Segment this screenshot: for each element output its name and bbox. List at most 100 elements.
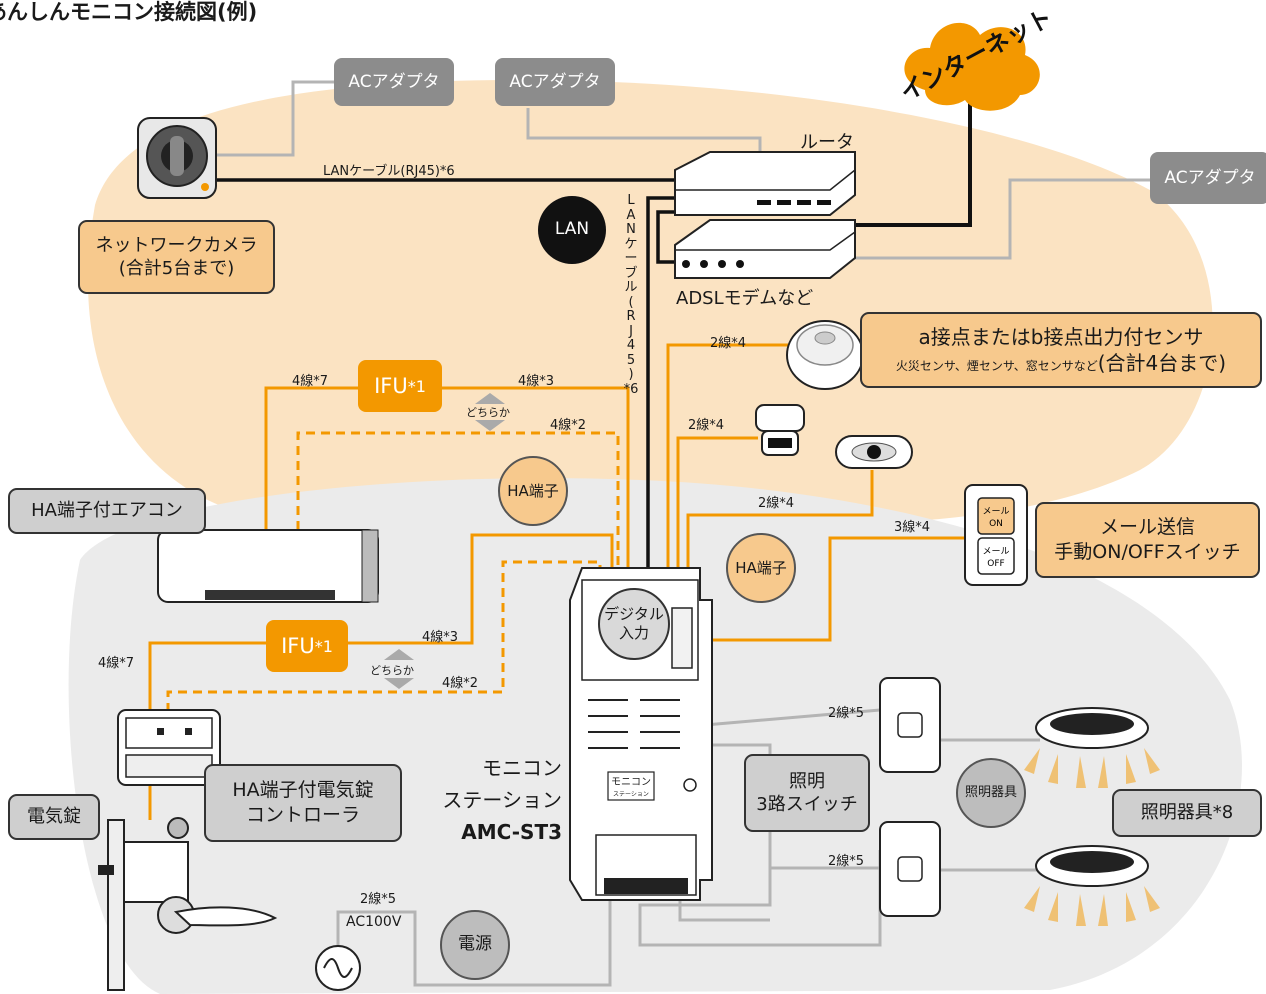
network-camera-line1: ネットワークカメラ [95, 234, 258, 256]
mail-off-label-b: OFF [987, 559, 1004, 569]
lan-cables [214, 178, 675, 570]
lan-v-char: ケ [624, 236, 638, 252]
mail-switch-box: メール送信 手動ON/OFFスイッチ [1035, 502, 1260, 578]
lighting-switch-line2: 3路スイッチ [756, 794, 858, 815]
wire-label-2-4-smoke: 2線*4 [710, 336, 747, 351]
ifu-box-bottom: IFU*1 [266, 620, 348, 672]
lighting-switch-upper [879, 677, 941, 773]
station-line3: AMC-ST3 [461, 820, 562, 844]
lan-v-char: 5 [626, 352, 636, 368]
heat-sensor-device [755, 404, 805, 456]
lan-v-char: L [627, 193, 635, 208]
lan-v-char: R [626, 309, 636, 324]
ceiling-light-lower [1024, 845, 1160, 926]
mail-off-label-a: メール [982, 547, 1009, 557]
station-label: モニコン ステーション AMC-ST3 [422, 752, 562, 848]
ifu-box-top: IFU*1 [358, 360, 442, 412]
lighting-fixture-badge: 照明器具 [956, 758, 1026, 828]
lighting-switch-line1: 照明 [789, 770, 825, 792]
diagram-title: あんしんモニコン接続図(例) [0, 0, 258, 24]
smoke-sensor-device [786, 320, 864, 390]
router-device [674, 151, 856, 216]
ac100v-label: AC100V [346, 914, 402, 930]
ac-adapter-wires [214, 80, 1150, 260]
lan-v-char: ー [624, 251, 638, 266]
ceiling-light-upper [1024, 707, 1160, 788]
lan-v-char: 4 [626, 338, 636, 353]
digital-input-line1: デジタル [604, 605, 664, 624]
either-arrows-top [475, 393, 505, 431]
digital-input-line2: 入力 [618, 624, 649, 642]
lan-v-char: ) [628, 367, 634, 382]
ac-adapter-camera: ACアダプタ [334, 58, 454, 106]
mail-switch-device [964, 484, 1028, 586]
lan-v-char: *6 [623, 381, 639, 397]
lighting-switch-box: 照明 3路スイッチ [744, 754, 870, 832]
sensor-box: a接点またはb接点出力付センサ 火災センサ、煙センサ、窓センサなど(合計4台まで… [860, 312, 1262, 388]
mail-switch-line1: メール送信 [1099, 516, 1195, 539]
sensor-line1: a接点またはb接点出力付センサ [918, 325, 1204, 349]
lock-controller-line1: HA端子付電気錠 [232, 779, 374, 802]
wire-label-4-7-bottom: 4線*7 [98, 656, 135, 671]
lan-v-char: ( [628, 294, 634, 310]
ifu-star: *1 [407, 376, 426, 396]
ifu-label: IFU [281, 634, 315, 658]
window-sensor-device [835, 435, 913, 469]
router-label: ルータ [800, 132, 854, 153]
lan-v-char: A [626, 207, 636, 223]
station-panel-sub: ステーション [613, 791, 649, 798]
network-zone-background [87, 80, 1213, 524]
internet-cloud [904, 22, 1040, 111]
aircon-label: HA端子付エアコン [8, 488, 206, 534]
wire-label-2-5-power: 2線*5 [360, 892, 397, 907]
wire-label-4-3-top: 4線*3 [518, 374, 555, 389]
network-camera-box: ネットワークカメラ (合計5台まで) [78, 220, 275, 294]
modem-device [674, 219, 856, 279]
mail-on-label-a: メール [982, 507, 1009, 517]
orange-wires [148, 343, 965, 820]
ha-terminal-aircon: HA端子 [498, 456, 568, 526]
ac-adapter-modem: ACアダプタ [1150, 152, 1266, 204]
ifu-label: IFU [374, 374, 408, 398]
internet-line [845, 70, 972, 227]
power-badge: 電源 [440, 910, 510, 980]
lan-v-char: N [626, 222, 636, 237]
either-arrows-bottom [384, 649, 414, 689]
lan-cable-vertical-label: L A N ケ ー ブ ル ( R J 4 5 ) *6 [620, 193, 642, 397]
network-camera-device [137, 117, 217, 199]
digital-input-badge: デジタル 入力 [598, 588, 670, 660]
wire-label-4-2-top: 4線*2 [550, 418, 587, 433]
ha-terminal-station: HA端子 [726, 533, 796, 603]
network-camera-line2: (合計5台まで) [118, 258, 235, 279]
lock-controller-device [117, 709, 221, 786]
wire-label-2-4-heat: 2線*4 [688, 418, 725, 433]
lighting-fixture-tag: 照明器具*8 [1112, 789, 1262, 837]
lock-controller-line2: コントローラ [245, 804, 360, 826]
either-label-top: どちらか [466, 406, 510, 419]
ifu-star: *1 [314, 636, 333, 656]
lighting-switch-lower [879, 821, 941, 917]
station-line1: モニコン [482, 756, 562, 780]
mail-on-label-b: ON [989, 519, 1003, 529]
lan-v-char: ル [624, 280, 638, 295]
station-line2: ステーション [442, 788, 562, 812]
wire-label-4-3-bottom: 4線*3 [422, 630, 459, 645]
wire-label-3-4: 3線*4 [894, 520, 931, 535]
wire-label-2-4-window: 2線*4 [758, 496, 795, 511]
lock-controller-box: HA端子付電気錠 コントローラ [204, 764, 402, 842]
wire-label-4-2-bottom: 4線*2 [442, 676, 479, 691]
lan-v-char: ブ [624, 265, 638, 281]
electric-lock-device [98, 817, 278, 991]
wire-label-2-5-lower: 2線*5 [828, 854, 865, 869]
lan-cable-horizontal-label: LANケーブル(RJ45)*6 [323, 164, 455, 179]
wire-label-4-7-top: 4線*7 [292, 374, 329, 389]
ac-adapter-router: ACアダプタ [495, 58, 615, 106]
electric-lock-label: 電気錠 [8, 794, 100, 840]
ac-source-symbol [315, 945, 361, 991]
mail-switch-line2: 手動ON/OFFスイッチ [1054, 541, 1241, 563]
wire-label-2-5-upper: 2線*5 [828, 706, 865, 721]
orange-dashed-wires [166, 431, 620, 712]
air-conditioner-device [157, 529, 379, 603]
station-panel-label: モニコン [611, 777, 651, 788]
lan-v-char: J [629, 323, 633, 339]
